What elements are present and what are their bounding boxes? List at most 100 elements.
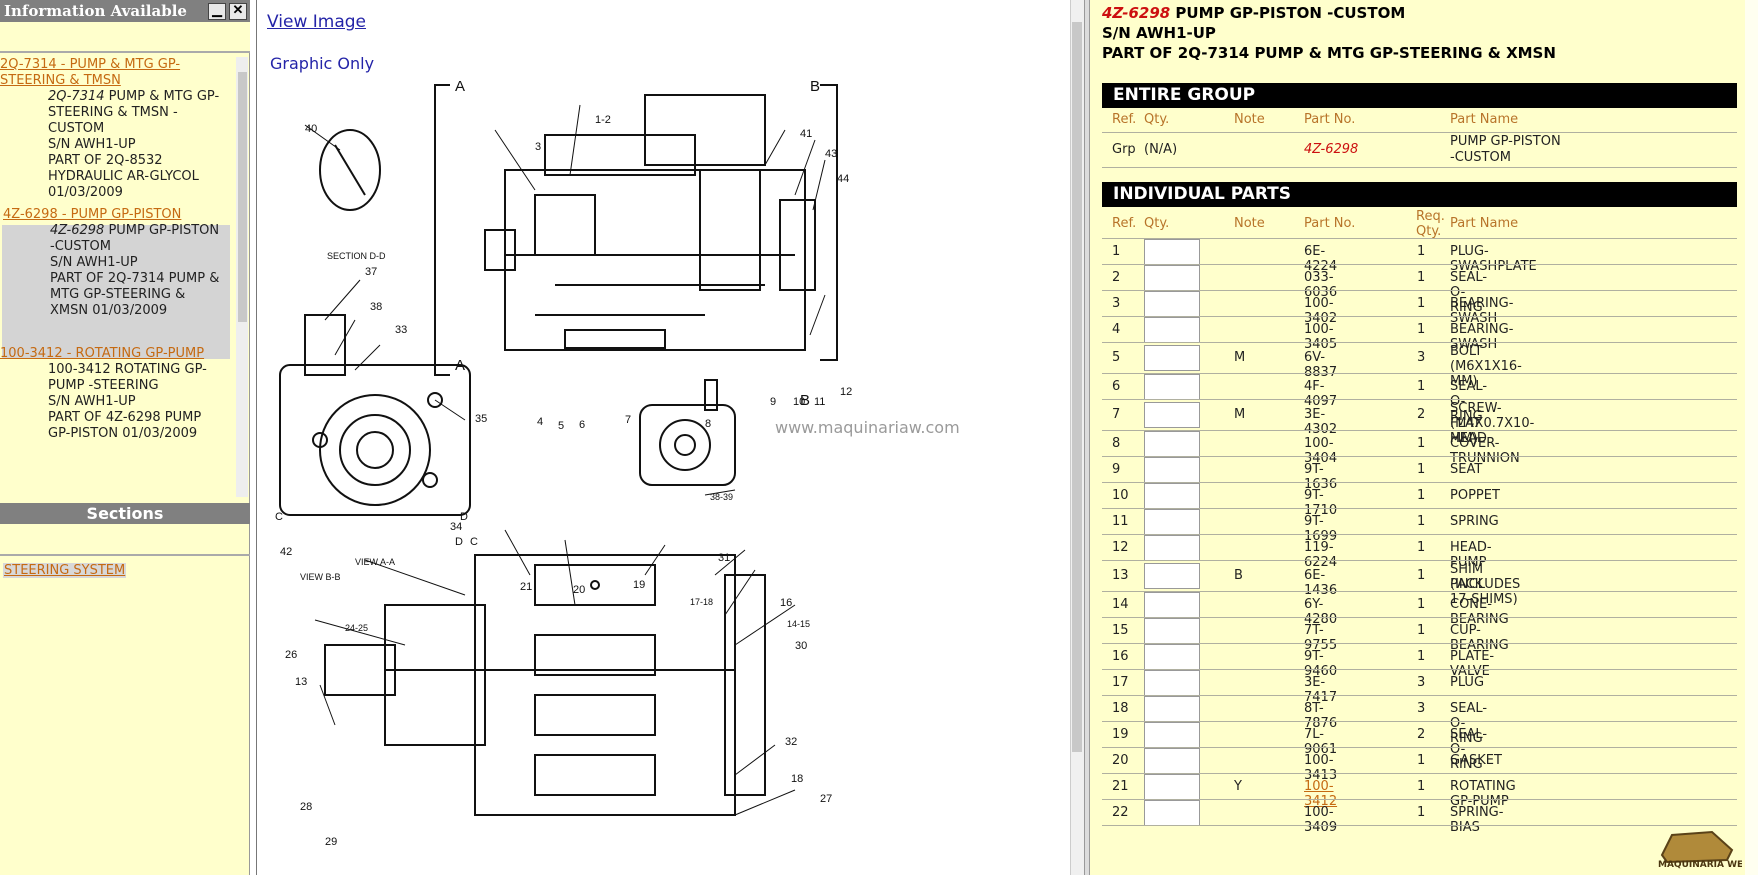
col-note: Note [1234,112,1265,127]
quantity-input[interactable] [1144,563,1200,589]
callout-label: 12 [840,386,852,398]
col-qty: Qty. [1144,216,1170,231]
part-req-qty: 1 [1417,778,1426,794]
row-divider [1102,747,1737,748]
quantity-input[interactable] [1144,534,1200,561]
part-number: 6Y-4280 [1304,596,1338,627]
callout-label: 43 [825,148,837,160]
quantity-input[interactable] [1144,456,1200,483]
graphic-scrollbar-thumb[interactable] [1072,22,1082,752]
info-panel-titlebar: Information Available ▁ ✕ [0,0,250,22]
part-ref: 2 [1112,269,1121,285]
quantity-input[interactable] [1144,508,1200,535]
callout-label: 38 [370,301,382,313]
section-dd-drawing [319,129,381,211]
quantity-input[interactable] [1144,747,1200,774]
part-ref: 21 [1112,778,1129,794]
part-req-qty: 3 [1417,350,1426,365]
header-serial: S/N AWH1-UP [1102,24,1216,42]
row-divider [1102,643,1737,644]
part-req-qty: 3 [1417,674,1426,690]
part-note: M [1234,350,1246,365]
tree-node-description-line: 100-3412 ROTATING GP- [48,362,207,377]
tree-scrollbar-thumb[interactable] [238,72,247,322]
callout-label: 6 [579,419,585,431]
part-req-qty: 1 [1417,435,1426,451]
quantity-input[interactable] [1144,617,1200,644]
part-number-link[interactable]: 100-3412 [1304,778,1338,809]
callout-label: B [810,78,820,95]
part-ref: 9 [1112,461,1121,477]
quantity-input[interactable] [1144,373,1200,400]
part-name: SEAL-O-RING [1450,378,1488,424]
col-part-no: Part No. [1304,112,1356,127]
quantity-input[interactable] [1144,402,1200,428]
row-divider [1102,132,1737,133]
row-divider [1102,799,1737,800]
part-req-qty: 3 [1417,700,1426,716]
row-divider [1102,482,1737,483]
part-number: 6V-8837 [1304,350,1338,380]
part-req-qty: 1 [1417,269,1426,285]
callout-label: A [455,357,465,374]
close-button[interactable]: ✕ [229,3,247,20]
part-req-qty: 1 [1417,295,1426,311]
quantity-input[interactable] [1144,238,1200,265]
part-ref: 19 [1112,726,1129,742]
row-divider [1102,290,1737,291]
part-ref: 7 [1112,407,1121,422]
part-name: SEAL-O-RING [1450,700,1488,746]
pump-side-view [434,84,838,376]
panel-splitter[interactable] [1084,0,1090,875]
quantity-input[interactable] [1144,316,1200,343]
callout-label: C [470,536,478,548]
watermark-text: www.maquinariaw.com [775,418,960,437]
quantity-input[interactable] [1144,290,1200,317]
tree-node-description-line: PART OF 2Q-7314 PUMP & [50,271,220,286]
callout-label: 8 [705,418,711,430]
tree-node-link[interactable]: 2Q-7314 - PUMP & MTG GP-STEERING & TMSN [0,57,181,88]
quantity-input[interactable] [1144,799,1200,826]
callout-label: 31 [718,552,730,564]
section-link-steering-system[interactable]: STEERING SYSTEM [3,563,127,578]
callout-label: 40 [305,123,317,135]
callout-label: 14-15 [787,619,810,629]
row-divider [1102,721,1737,722]
view-image-link[interactable]: View Image [267,12,366,32]
col-req-qty: Qty. [1416,224,1442,239]
tree-node-description-line: PART OF 4Z-6298 PUMP [48,410,202,425]
callout-label: 42 [280,546,292,558]
quantity-input[interactable] [1144,591,1200,618]
quantity-input[interactable] [1144,669,1200,696]
quantity-input[interactable] [1144,643,1200,670]
parts-scrollbar[interactable] [1745,0,1758,875]
callout-label: 19 [633,579,645,591]
part-number: 3E-7417 [1304,674,1338,705]
quantity-input[interactable] [1144,430,1200,457]
callout-label: D [460,511,468,523]
part-name: SPRING [1450,513,1499,529]
callout-label: B [800,392,810,409]
quantity-input[interactable] [1144,773,1200,800]
part-number: 9T-1636 [1304,461,1338,492]
tree-node-link[interactable]: 4Z-6298 - PUMP GP-PISTON [3,207,182,222]
part-name: SCREW-FLAT HEAD [1450,401,1502,446]
part-name: SEAL-O-RING [1450,726,1488,772]
quantity-input[interactable] [1144,345,1200,371]
callout-label: VIEW B-B [300,572,341,582]
minimize-button[interactable]: ▁ [208,3,226,20]
row-divider [1102,695,1737,696]
col-note: Note [1234,216,1265,231]
quantity-input[interactable] [1144,482,1200,509]
callout-label: 37 [365,266,377,278]
callout-label: 9 [770,396,776,408]
tree-node-link[interactable]: 100-3412 - ROTATING GP-PUMP [0,346,205,361]
tree-node-description-line: XMSN 01/03/2009 [50,303,168,318]
quantity-input[interactable] [1144,695,1200,722]
view-bb-drawing [279,314,471,516]
quantity-input[interactable] [1144,264,1200,291]
part-number: 8T-7876 [1304,700,1338,731]
group-part-name-2: -CUSTOM [1450,150,1511,165]
quantity-input[interactable] [1144,721,1200,748]
part-req-qty: 1 [1417,752,1426,768]
